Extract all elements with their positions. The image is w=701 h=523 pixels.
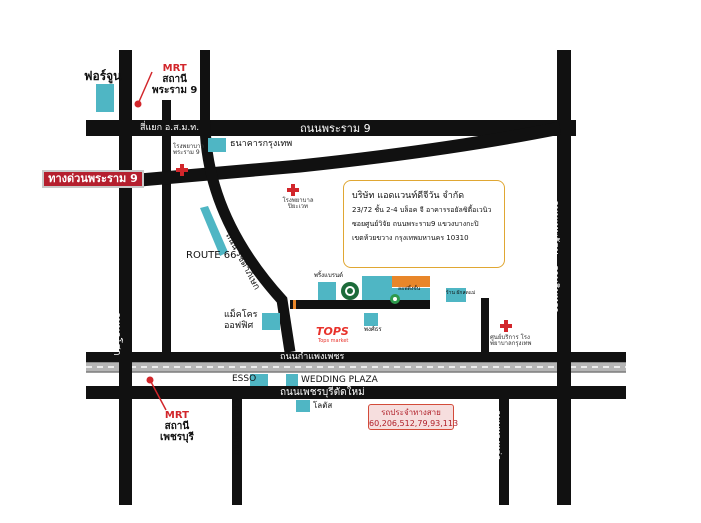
location-marker-icon <box>390 294 400 304</box>
railway <box>86 361 626 373</box>
building-office-2 <box>392 288 430 300</box>
building-route66 <box>200 206 228 256</box>
buildings <box>96 84 466 412</box>
building-brand-mall <box>318 282 336 300</box>
label-tops: TOPS <box>316 325 349 338</box>
bus-lines-box: รถประจำทางสาย 60,206,512,79,93,113 <box>368 404 459 430</box>
building-office <box>362 276 392 300</box>
road-asoke <box>119 50 132 505</box>
label-hospital-right: ศูนย์บริการ โรงพยาบาลกรุงเทพ <box>490 334 532 347</box>
label-kamphaeng-phet: ถนนกำแพงเพชร <box>280 352 345 362</box>
road-right-main <box>557 50 571 505</box>
address-line4: เขตห้วยขวาง กรุงเทพมหานคร 10310 <box>352 234 469 242</box>
road-kamphaeng-phet <box>86 352 626 362</box>
building-bank <box>208 138 226 152</box>
road-lower-left <box>232 399 242 505</box>
label-mrt-top: MRT สถานี พระราม 9 <box>152 63 197 96</box>
building-esso <box>250 374 268 386</box>
road-top-center <box>200 50 210 122</box>
mrt-bottom-line3: เพชรบุรี <box>160 432 194 443</box>
label-fortune: ฟอร์จูน <box>84 69 122 83</box>
hospital-cross-icon <box>500 320 512 332</box>
label-rama4-side: ถนนเทพรัตน - รามอินทรา <box>549 200 560 313</box>
label-route66: ROUTE 66 <box>186 250 237 261</box>
label-mrt-bottom: MRT สถานี เพชรบุรี <box>160 410 194 443</box>
address-line2: 23/72 ชั้น 2-4 บล็อค จี อาคารรอยัลซิตี้อ… <box>352 206 492 214</box>
building-orange <box>392 276 430 287</box>
label-hospital-rama9: โรงพยาบาล พระราม 9 <box>173 143 205 156</box>
building-lotus <box>296 400 310 412</box>
address-box: บริษัท แอดแวนท์ดีจีวัน จำกัด 23/72 ชั้น … <box>343 180 505 268</box>
mrt-pin-bottom-icon <box>146 376 167 411</box>
bus-numbers: 60,206,512,79,93,113 <box>369 419 459 428</box>
roads <box>86 50 626 505</box>
building-makro <box>262 313 280 330</box>
address-line3: ซอยศูนย์วิจัย ถนนพระราม9 แขวงบางกะปิ <box>352 220 479 228</box>
label-store-small: พงศ์ธร <box>364 326 382 333</box>
label-petchaburi: ถนนเพชรบุรีตัดใหม่ <box>280 387 365 398</box>
label-makro: แม็คโคร ออฟฟิศ <box>224 310 258 331</box>
label-wedding: WEDDING PLAZA <box>301 375 378 385</box>
road-ratchada <box>199 119 296 353</box>
mrt-top-line2: สถานี <box>162 74 187 85</box>
bus-title: รถประจำทางสาย <box>381 408 441 417</box>
address-line1: บริษัท แอดแวนท์ดีจีวัน จำกัด <box>352 191 465 201</box>
label-brand-mall: พริ้งแบรนด์ <box>314 272 344 279</box>
road-soi <box>290 300 430 309</box>
road-right-thin <box>481 298 489 354</box>
label-expressway: ทางด่วนพระราม 9 <box>42 170 144 188</box>
label-rama9: ถนนพระราม 9 <box>300 122 371 135</box>
label-store-mid: ลอฟติ้งชั้น <box>398 286 421 292</box>
starbucks-icon <box>341 282 359 300</box>
building-wedding <box>286 374 298 386</box>
label-asoke: ถนนอโศก <box>111 312 122 356</box>
soi-orange-marker <box>293 300 296 309</box>
building-fortune <box>96 84 114 112</box>
label-store-right: ร้าน ผักสดแม่ <box>446 290 476 296</box>
mrt-bottom-line2: สถานี <box>164 421 190 432</box>
mrt-pin-top-icon <box>134 71 153 108</box>
building-small <box>364 313 378 326</box>
mrt-bottom-line1: MRT <box>164 410 189 421</box>
label-right-lower-road: ถนนทองหล่อ <box>492 410 502 461</box>
label-rama9-junction: สี่แยก อ.ส.ม.ท. <box>140 123 200 133</box>
hospital-cross-icon <box>287 184 299 196</box>
hospital-icons <box>176 164 512 332</box>
road-expressway <box>139 121 562 187</box>
mrt-top-line1: MRT <box>162 63 187 74</box>
label-esso: ESSO <box>232 374 257 384</box>
label-tops-sub: Tops market <box>318 338 349 344</box>
hospital-cross-icon <box>176 164 188 176</box>
road-thin-left <box>162 100 171 352</box>
mrt-top-line3: พระราม 9 <box>152 85 198 96</box>
label-lower-left-road: ถนนพระราม 9 <box>232 397 242 455</box>
building-store-right <box>446 288 466 302</box>
road-petchaburi <box>86 386 626 399</box>
road-lower-right <box>499 399 509 505</box>
label-lotus: โลตัส <box>313 401 333 410</box>
label-bank: ธนาคารกรุงเทพ <box>230 139 293 149</box>
label-hospital-center: โรงพยาบาล ปิยะเวท <box>282 197 314 210</box>
